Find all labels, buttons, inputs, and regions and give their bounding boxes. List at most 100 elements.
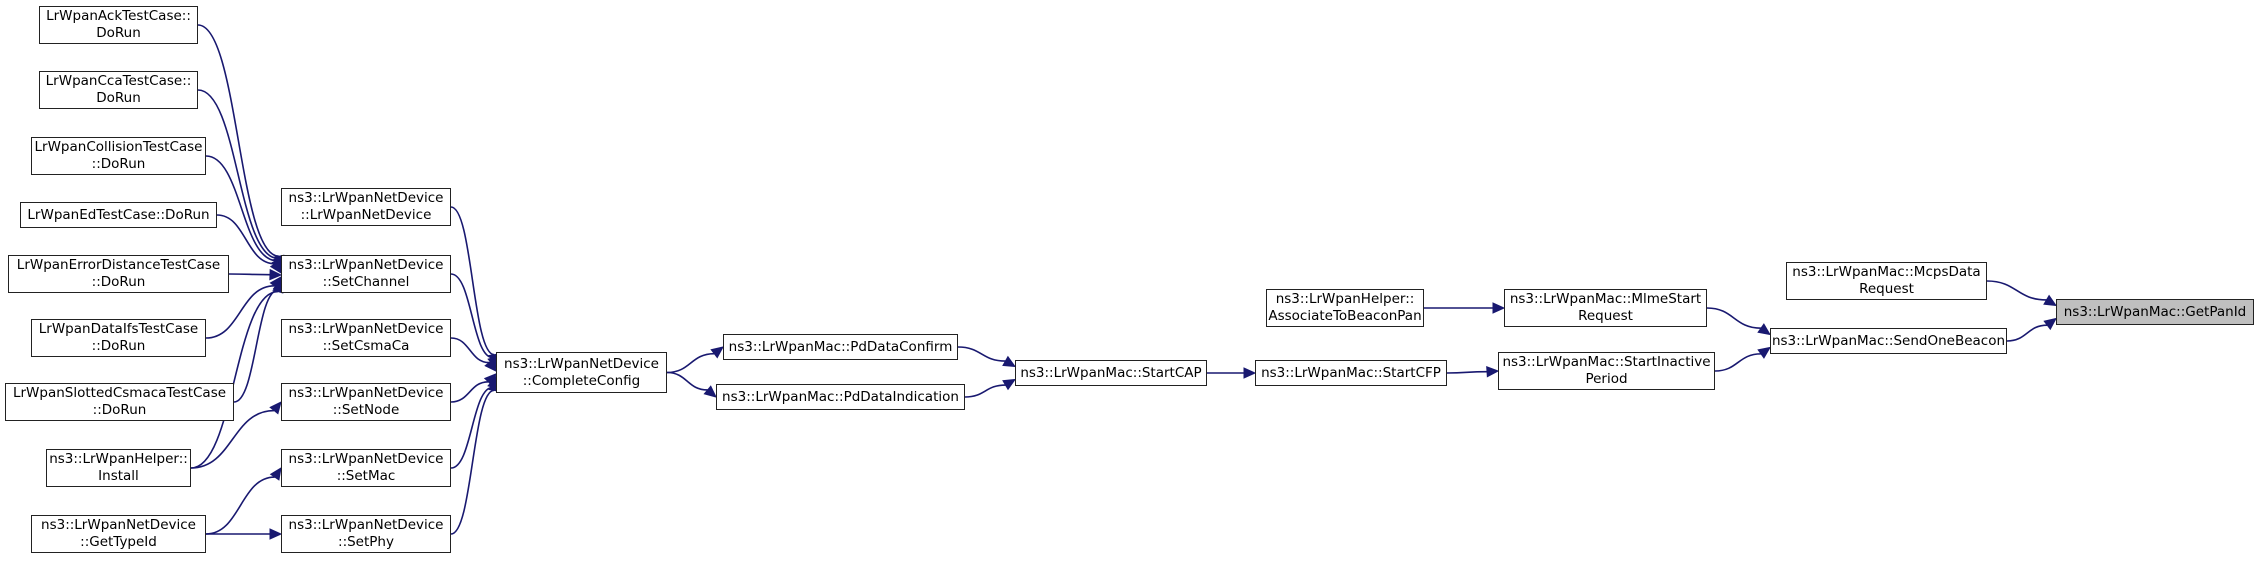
- node-label-line: ns3::LrWpanMac::PdDataConfirm: [728, 338, 953, 355]
- call-edge: [190, 290, 279, 469]
- call-edge: [450, 389, 495, 535]
- node-getpanid: ns3::LrWpanMac::GetPanId: [2056, 299, 2254, 325]
- call-edge: [216, 214, 275, 265]
- node-setphy[interactable]: ns3::LrWpanNetDevice::SetPhy: [281, 515, 451, 553]
- node-label-line: ns3::LrWpanNetDevice: [288, 321, 444, 337]
- node-ccatest[interactable]: LrWpanCcaTestCase::DoRun: [39, 71, 198, 109]
- node-label-line: ns3::LrWpanNetDevice: [288, 190, 444, 206]
- node-label-line: ::DoRun: [92, 402, 147, 418]
- call-edge: [233, 288, 279, 403]
- node-setmac[interactable]: ns3::LrWpanNetDevice::SetMac: [281, 449, 451, 487]
- node-startcap[interactable]: ns3::LrWpanMac::StartCAP: [1015, 360, 1207, 386]
- node-label-line: ns3::LrWpanHelper::: [49, 451, 188, 467]
- node-label-line: ns3::LrWpanNetDevice: [288, 257, 444, 273]
- node-errordisttest[interactable]: LrWpanErrorDistanceTestCase::DoRun: [8, 255, 229, 293]
- node-pddataindication[interactable]: ns3::LrWpanMac::PdDataIndication: [716, 384, 965, 410]
- node-acktest[interactable]: LrWpanAckTestCase::DoRun: [39, 6, 198, 44]
- call-edge: [450, 206, 495, 356]
- node-gettypeid[interactable]: ns3::LrWpanNetDevice::GetTypeId: [31, 515, 206, 553]
- node-label-line: ns3::LrWpanMac::PdDataIndication: [722, 388, 959, 405]
- node-setcsmaca[interactable]: ns3::LrWpanNetDevice::SetCsmaCa: [281, 319, 451, 357]
- node-label-line: LrWpanCcaTestCase::: [45, 73, 192, 89]
- node-label-line: ns3::LrWpanNetDevice: [288, 385, 444, 401]
- call-edge: [1706, 307, 1761, 329]
- arrowhead: [1492, 302, 1506, 314]
- node-sendonebeacon[interactable]: ns3::LrWpanMac::SendOneBeacon: [1770, 328, 2007, 354]
- call-edge: [1446, 370, 1488, 374]
- node-label-line: ns3::LrWpanMac::StartInactive: [1502, 354, 1711, 370]
- node-setchannel[interactable]: ns3::LrWpanNetDevice::SetChannel: [281, 255, 451, 293]
- node-label-line: ::DoRun: [91, 156, 146, 172]
- node-edtest[interactable]: LrWpanEdTestCase::DoRun: [20, 202, 217, 228]
- call-edge: [450, 381, 489, 403]
- node-completeconfig[interactable]: ns3::LrWpanNetDevice::CompleteConfig: [496, 352, 667, 393]
- arrowhead: [484, 358, 497, 373]
- arrowhead: [2043, 317, 2057, 331]
- node-label-line: ::LrWpanNetDevice: [300, 207, 432, 223]
- node-label-line: ns3::LrWpanMac::StartCFP: [1261, 364, 1441, 381]
- arrowhead: [1002, 355, 1017, 368]
- arrowhead: [2043, 294, 2058, 307]
- node-label-line: ::SetNode: [332, 402, 400, 418]
- call-edge: [205, 285, 275, 339]
- node-label-line: LrWpanAckTestCase::: [46, 8, 191, 24]
- node-label-line: DoRun: [96, 90, 141, 106]
- node-label-line: ns3::LrWpanNetDevice: [41, 517, 196, 533]
- call-edge: [1714, 353, 1762, 372]
- node-setnode[interactable]: ns3::LrWpanNetDevice::SetNode: [281, 383, 451, 421]
- node-label-line: Request: [1859, 281, 1914, 297]
- node-label-line: LrWpanEdTestCase::DoRun: [27, 206, 210, 223]
- call-edge: [228, 273, 271, 276]
- call-edge: [666, 352, 715, 374]
- node-label-line: ns3::LrWpanNetDevice: [504, 355, 659, 372]
- node-label-line: Period: [1585, 371, 1628, 387]
- node-helperinstall[interactable]: ns3::LrWpanHelper::Install: [46, 449, 191, 487]
- call-edge: [2006, 324, 2048, 342]
- call-edge: [205, 155, 278, 262]
- node-label-line: LrWpanErrorDistanceTestCase: [16, 257, 221, 273]
- node-label-line: ns3::LrWpanMac::StartCAP: [1020, 364, 1202, 381]
- node-collisiontest[interactable]: LrWpanCollisionTestCase::DoRun: [31, 137, 206, 175]
- node-label-line: ::SetMac: [336, 468, 396, 484]
- node-startcfp[interactable]: ns3::LrWpanMac::StartCFP: [1255, 360, 1447, 386]
- node-label-line: LrWpanSlottedCsmacaTestCase: [12, 385, 227, 401]
- node-slottedcsmatest[interactable]: LrWpanSlottedCsmacaTestCase::DoRun: [5, 383, 234, 421]
- node-label-line: ::DoRun: [91, 274, 146, 290]
- node-lrwpannetdevice[interactable]: ns3::LrWpanNetDevice::LrWpanNetDevice: [281, 188, 451, 226]
- node-dataifstest[interactable]: LrWpanDataIfsTestCase::DoRun: [31, 319, 206, 357]
- call-edge: [1986, 280, 2047, 301]
- call-edge: [197, 89, 279, 260]
- arrowhead: [269, 528, 283, 540]
- call-edge: [450, 386, 494, 469]
- arrowhead: [269, 268, 283, 281]
- node-label-line: Install: [98, 468, 139, 484]
- node-label-line: ns3::LrWpanHelper::: [1275, 291, 1415, 307]
- call-edge: [957, 346, 1006, 362]
- call-edge: [450, 273, 494, 359]
- node-label-line: ns3::LrWpanMac::SendOneBeacon: [1771, 332, 2006, 349]
- node-label-line: ::SetCsmaCa: [322, 338, 410, 354]
- arrowhead: [703, 385, 717, 398]
- call-edge: [964, 384, 1006, 398]
- arrowhead: [710, 346, 724, 359]
- node-label-line: ::SetPhy: [338, 534, 394, 550]
- node-label-line: ns3::LrWpanMac::MlmeStart: [1509, 291, 1702, 307]
- arrowhead: [269, 401, 282, 415]
- node-label-line: ns3::LrWpanNetDevice: [288, 517, 444, 533]
- arrowhead: [1243, 367, 1257, 379]
- node-label-line: ::DoRun: [91, 338, 146, 354]
- node-label-line: ::CompleteConfig: [522, 372, 641, 389]
- node-pddataconfirm[interactable]: ns3::LrWpanMac::PdDataConfirm: [723, 334, 958, 360]
- node-label-line: Request: [1578, 308, 1633, 324]
- arrowhead: [269, 467, 282, 481]
- call-edge: [666, 371, 708, 391]
- arrowhead: [1757, 323, 1771, 336]
- node-label-line: LrWpanCollisionTestCase: [34, 139, 203, 155]
- node-label-line: LrWpanDataIfsTestCase: [38, 321, 199, 337]
- node-associatetobeaconpan[interactable]: ns3::LrWpanHelper::AssociateToBeaconPan: [1266, 289, 1424, 327]
- node-label-line: ns3::LrWpanNetDevice: [288, 451, 444, 467]
